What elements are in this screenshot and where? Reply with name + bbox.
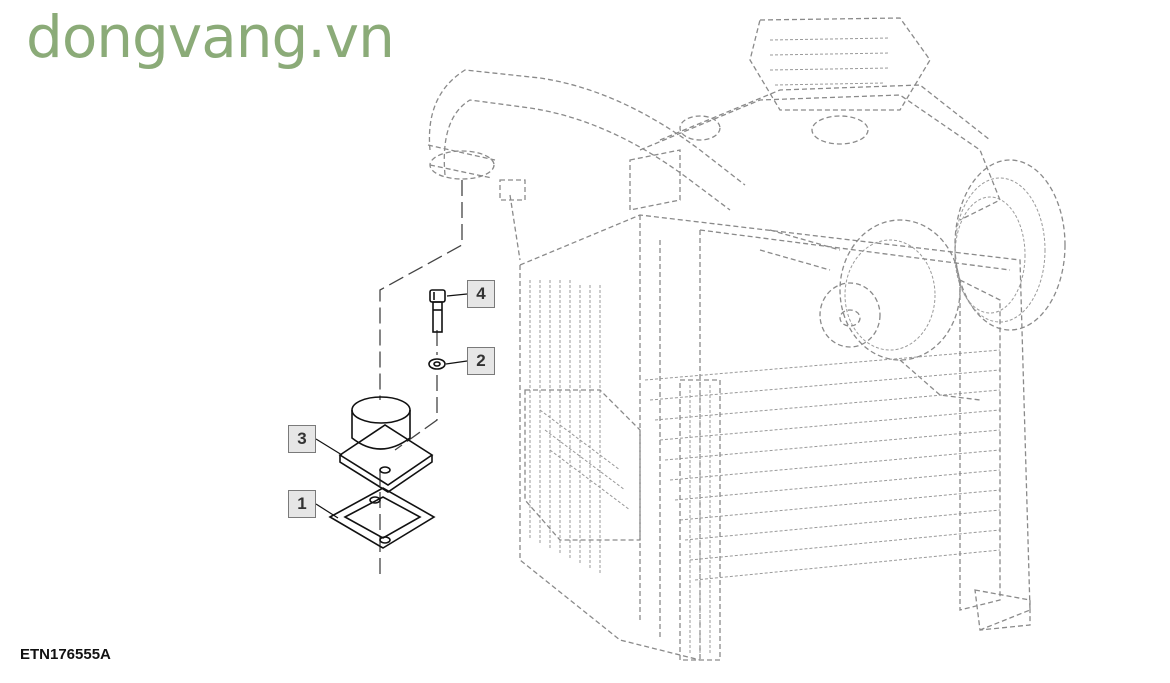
leader-line-3 — [315, 438, 343, 456]
rubber-mount-part — [338, 396, 434, 493]
callout-1: 1 — [288, 490, 316, 518]
gasket-part — [328, 487, 436, 549]
radiator-assembly — [427, 17, 1066, 661]
callout-2: 2 — [467, 347, 495, 375]
leader-line-2 — [445, 360, 468, 365]
leader-line-1 — [315, 503, 339, 519]
assembly-axis-line — [394, 330, 438, 451]
bolt-part — [429, 289, 446, 333]
assembly-axis-line — [379, 180, 463, 400]
callout-3: 3 — [288, 425, 316, 453]
washer-part — [428, 358, 446, 370]
callout-4: 4 — [467, 280, 495, 308]
leader-line-4 — [446, 293, 468, 297]
figure-id-label: ETN176555A — [20, 646, 111, 663]
watermark-logo: dongvang.vn — [26, 3, 395, 71]
